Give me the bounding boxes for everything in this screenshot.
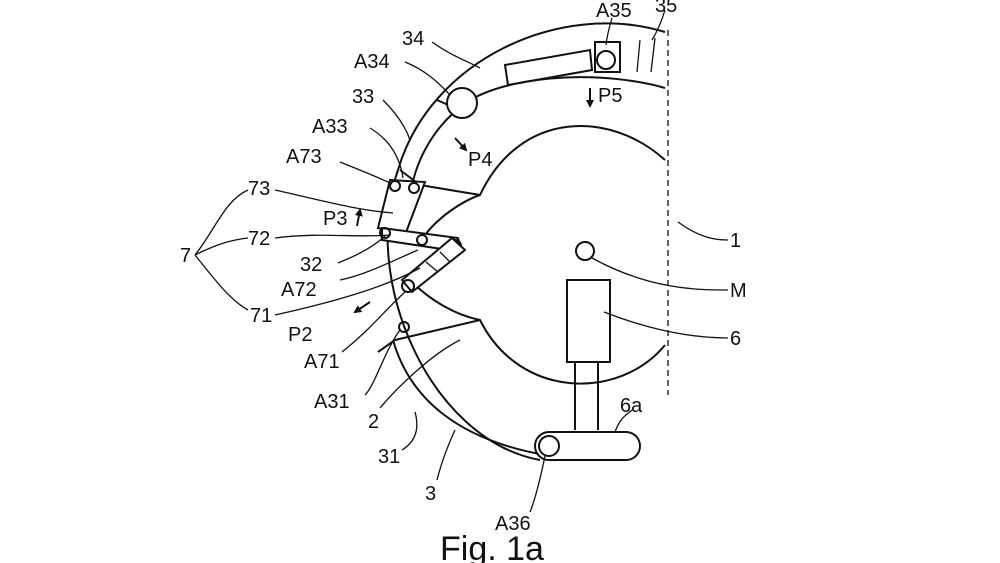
center-point-M [575, 241, 595, 261]
actuator-6-rod [574, 362, 599, 430]
outer-ring-edge [386, 22, 666, 461]
label-32: 32 [300, 254, 322, 276]
leader-A31 [364, 329, 401, 396]
arrow-P2 [353, 301, 371, 314]
leader-73 [274, 189, 394, 214]
pivot-A73b [408, 182, 420, 194]
label-A33: A33 [312, 116, 348, 138]
link-71-hatch-2 [439, 251, 451, 263]
label-P5: P5 [598, 85, 622, 107]
label-6a: 6a [620, 395, 643, 417]
label-A72: A72 [281, 279, 317, 301]
inner-body-1 [394, 125, 666, 385]
pivot-A73a [389, 180, 401, 192]
label-6: 6 [730, 328, 741, 350]
leader-3 [436, 429, 456, 481]
pivot-A72b [416, 234, 428, 246]
arrow-P3 [354, 208, 363, 227]
label-73: 73 [248, 178, 270, 200]
label-7: 7 [180, 245, 191, 267]
leader-72 [274, 234, 391, 239]
inner-ring-edge-lower [392, 339, 546, 456]
leader-1 [677, 221, 729, 241]
block-35 [594, 41, 621, 73]
arrow-P4 [454, 137, 468, 152]
leader-31 [401, 411, 418, 451]
leader-33 [382, 99, 411, 141]
leader-A36 [529, 455, 546, 513]
leader-A35 [605, 17, 613, 46]
label-P3: P3 [323, 208, 347, 230]
link-71-hatch-1 [425, 261, 439, 273]
label-A34: A34 [354, 51, 390, 73]
segment-35-divider-2 [650, 37, 656, 73]
label-A35: A35 [596, 0, 632, 22]
leader-A73 [339, 161, 393, 185]
label-2: 2 [368, 411, 379, 433]
label-33: 33 [352, 86, 374, 108]
bracket-7 [194, 189, 249, 311]
leader-35 [651, 9, 666, 41]
leader-32 [337, 235, 386, 264]
leader-A34 [404, 61, 451, 96]
figure-caption: Fig. 1a [440, 530, 544, 563]
link-73 [376, 178, 427, 237]
slot-6a [534, 431, 641, 461]
label-P4: P4 [468, 149, 492, 171]
leader-6a [614, 409, 633, 433]
pivot-A36 [538, 435, 560, 457]
pivot-A34 [446, 87, 478, 119]
link-71 [400, 236, 467, 294]
leader-71 [274, 267, 421, 316]
inner-ring-edge-upper [411, 76, 666, 186]
leader-2 [379, 339, 461, 409]
label-72: 72 [248, 228, 270, 250]
pivot-A72a [379, 227, 391, 239]
leader-A72 [339, 249, 419, 281]
label-A71: A71 [304, 351, 340, 373]
label-34: 34 [402, 28, 424, 50]
leader-A71 [341, 291, 406, 353]
leader-34 [431, 41, 481, 69]
label-1: 1 [730, 230, 741, 252]
ring-slot [503, 48, 594, 87]
actuator-6-body [566, 279, 611, 363]
leader-A33 [369, 127, 404, 179]
pivot-A31 [398, 321, 410, 333]
label-31: 31 [378, 446, 400, 468]
label-71: 71 [250, 305, 272, 327]
label-A73: A73 [286, 146, 322, 168]
label-3: 3 [425, 483, 436, 505]
pivot-A71 [401, 279, 415, 293]
segment-35-divider-1 [636, 39, 641, 73]
leader-6 [603, 311, 729, 339]
label-A36: A36 [495, 513, 531, 535]
pivot-A35 [596, 50, 616, 70]
label-P2: P2 [288, 324, 312, 346]
label-35: 35 [655, 0, 677, 17]
label-A31: A31 [314, 391, 350, 413]
leader-M [591, 257, 729, 291]
label-M: M [730, 280, 747, 302]
